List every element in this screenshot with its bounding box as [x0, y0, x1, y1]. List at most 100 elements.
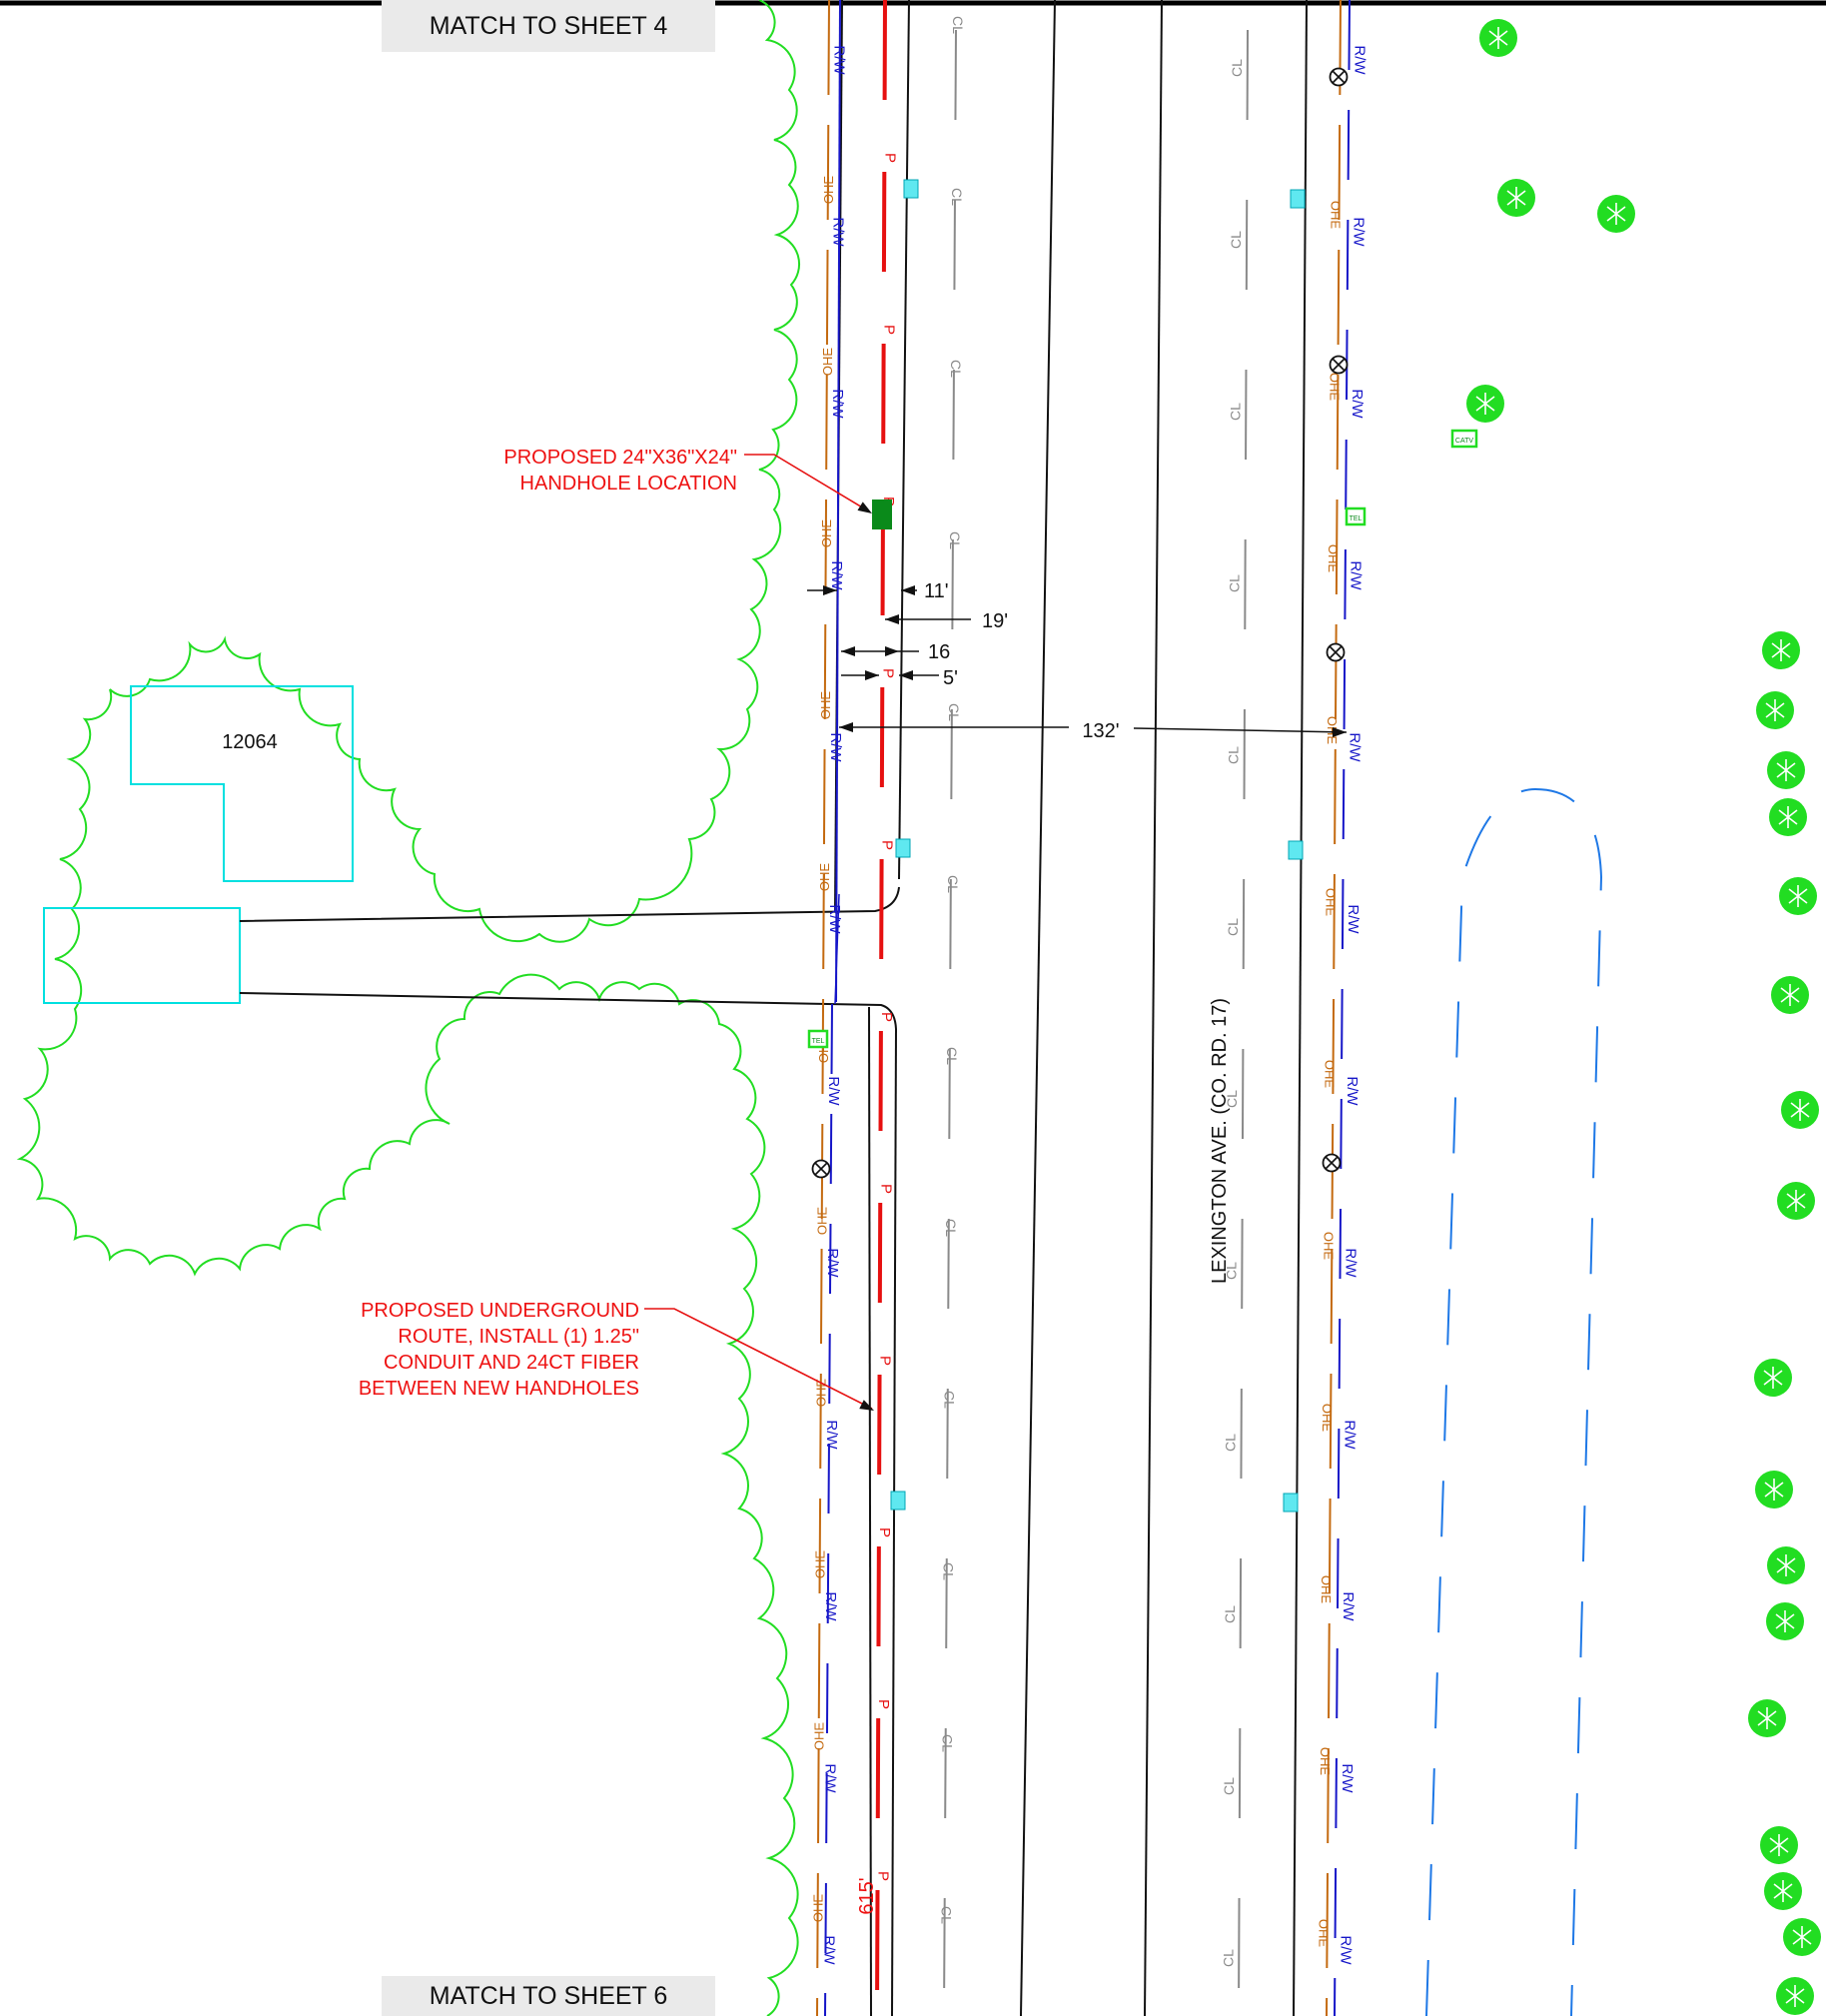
- tree-symbol-16: [1748, 1699, 1786, 1737]
- rw-label-east: R/W: [1344, 1076, 1361, 1106]
- tree-branches: [1606, 203, 1626, 225]
- ohe-label-west: OHE: [817, 863, 832, 892]
- route-leader: [644, 1308, 873, 1410]
- p-label: P: [875, 1871, 892, 1881]
- tree-branches: [1775, 1610, 1795, 1632]
- cl-label-west: CL: [945, 875, 961, 893]
- road-edge-median: [1144, 0, 1163, 2016]
- pedestal-box: [1450, 429, 1478, 449]
- handhole-note-line1: PROPOSED 24"X36"X24": [503, 447, 737, 469]
- tree-symbol-1: [1497, 179, 1535, 217]
- ohe-label-east: OHE: [1329, 201, 1344, 230]
- p-label: P: [875, 1699, 892, 1709]
- tree-branches: [1475, 393, 1495, 415]
- handhole-note-line2: HANDHOLE LOCATION: [520, 473, 737, 495]
- tree-branches: [1776, 1554, 1796, 1576]
- dimension-19ft: 19': [982, 610, 1008, 632]
- p-label: P: [876, 1527, 893, 1537]
- tree-symbol-11: [1777, 1182, 1815, 1220]
- p-label: P: [879, 668, 896, 678]
- utility-box-0: [903, 179, 919, 199]
- dimension-5ft: 5': [943, 667, 958, 689]
- pedestal-box: [807, 1029, 829, 1049]
- utility-box-5: [1283, 1493, 1299, 1512]
- route-note-line2: ROUTE, INSTALL (1) 1.25": [398, 1326, 639, 1348]
- overhead-electric-east: [1326, 0, 1342, 2016]
- tree-symbol-14: [1767, 1546, 1805, 1584]
- driveway-edge-north: [239, 886, 900, 922]
- utility-pole-0: [1329, 67, 1349, 87]
- route-note-line4: BETWEEN NEW HANDHOLES: [359, 1378, 639, 1400]
- tree-branches: [1778, 806, 1798, 828]
- p-label: P: [877, 1184, 894, 1194]
- cl-label-east: CL: [1221, 1777, 1237, 1795]
- rw-label-west: R/W: [827, 732, 844, 762]
- west-curb-south: [868, 1006, 872, 2016]
- ohe-label-east: OHE: [1320, 1404, 1335, 1433]
- ohe-label-east: OHE: [1319, 1575, 1334, 1604]
- rw-label-east: R/W: [1339, 1763, 1356, 1793]
- handhole-leader: [744, 454, 870, 512]
- cl-label-east: CL: [1224, 1090, 1240, 1108]
- house-footprint: [130, 685, 354, 882]
- centerline-east: [1238, 29, 1249, 2016]
- pedestal-label: TEL: [1350, 515, 1363, 522]
- tree-symbol-6: [1767, 751, 1805, 789]
- dim-132-arrow-right: [1333, 727, 1347, 737]
- ohe-label-east: OHE: [1317, 1919, 1332, 1948]
- dimension-16: 16: [928, 641, 950, 663]
- ohe-label-east: OHE: [1326, 544, 1341, 573]
- cl-label-east: CL: [1220, 1949, 1236, 1967]
- rw-label-west: R/W: [825, 1076, 842, 1106]
- tree-branches: [1763, 1367, 1783, 1389]
- tree-branches: [1771, 639, 1791, 661]
- utility-pole-3: [1322, 1153, 1342, 1173]
- tree-symbol-0: [1479, 19, 1517, 57]
- rw-label-east: R/W: [1340, 1591, 1357, 1621]
- cl-label-east: CL: [1223, 1434, 1239, 1452]
- road-name: LEXINGTON AVE. (CO. RD. 17): [1209, 998, 1231, 1284]
- ohe-label-west: OHE: [821, 176, 836, 205]
- utility-box-3: [1288, 840, 1304, 860]
- tree-branches: [1776, 759, 1796, 781]
- ohe-label-east: OHE: [1327, 373, 1342, 402]
- cl-label-west: CL: [948, 360, 964, 378]
- tree-symbol-15: [1766, 1602, 1804, 1640]
- road-edge-west-lane: [1020, 0, 1056, 2016]
- rw-label-east: R/W: [1349, 389, 1366, 419]
- utility-box-4: [890, 1491, 906, 1511]
- p-label: P: [879, 840, 896, 850]
- tree-branches: [1788, 885, 1808, 907]
- p-label: P: [881, 153, 898, 163]
- ohe-label-west: OHE: [820, 348, 835, 377]
- pole-x: [814, 1162, 828, 1176]
- tree-symbol-17: [1760, 1826, 1798, 1864]
- tree-branches: [1757, 1707, 1777, 1729]
- tree-symbol-4: [1762, 631, 1800, 669]
- p-label: P: [881, 325, 898, 335]
- pedestal-box: [1345, 506, 1367, 526]
- match-line-bottom: MATCH TO SHEET 6: [382, 1976, 715, 2016]
- ohe-label-west: OHE: [815, 1207, 830, 1236]
- cl-label-east: CL: [1227, 403, 1243, 421]
- right-of-way-west-south: [824, 1003, 833, 2016]
- ohe-label-west: OHE: [819, 519, 834, 548]
- cl-label-east: CL: [1226, 574, 1242, 592]
- telephone-pedestal-east: TEL: [1345, 506, 1367, 526]
- ohe-label-west: OHE: [811, 1894, 826, 1923]
- route-note-line3: CONDUIT AND 24CT FIBER: [384, 1352, 639, 1374]
- utility-pole-4: [811, 1159, 831, 1179]
- drainage-ditch-outline: [1425, 787, 1603, 2016]
- parcel-number: 12064: [222, 731, 278, 753]
- rw-label-east: R/W: [1346, 732, 1363, 762]
- proposed-route: [875, 0, 887, 2016]
- tree-symbol-9: [1771, 976, 1809, 1014]
- p-label: P: [878, 1012, 895, 1022]
- rw-label-east: R/W: [1345, 904, 1362, 934]
- pole-x: [1329, 645, 1343, 659]
- garage-footprint: [43, 907, 241, 1004]
- tree-branches: [1790, 1099, 1810, 1121]
- tree-symbol-13: [1755, 1471, 1793, 1509]
- ohe-label-west: OHE: [818, 691, 833, 720]
